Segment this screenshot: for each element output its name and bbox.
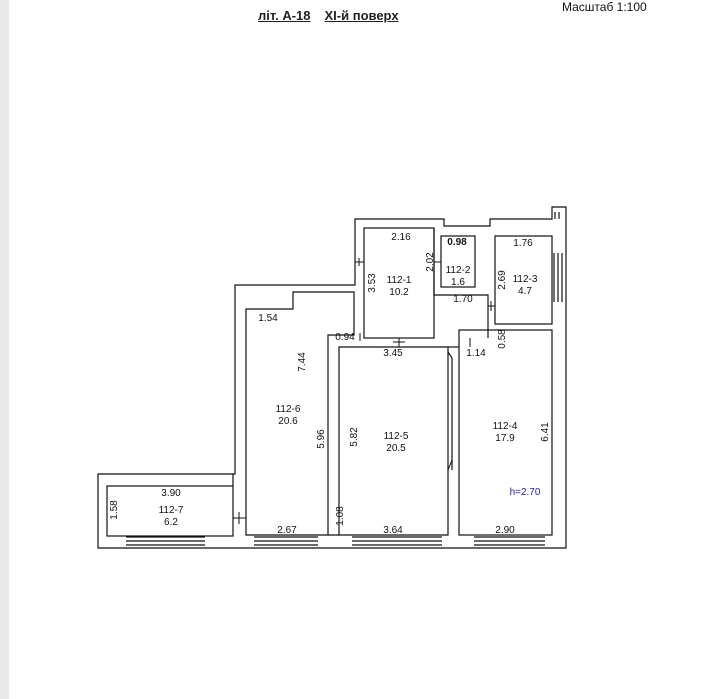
wall-112-6 [245, 291, 355, 536]
dim-label: 2.90 [495, 525, 515, 536]
ceiling-height-label: h=2.70 [510, 487, 541, 498]
dim-label: 3.53 [367, 273, 378, 293]
door-marks [233, 258, 495, 524]
dim-label: 0.94 [335, 332, 355, 343]
dim-label: 2.69 [497, 270, 508, 290]
drawing-sheet [9, 0, 723, 699]
building-letter: літ. А-18 [258, 8, 311, 23]
room-labels: 112-1 10.2 112-2 1.6 112-3 4.7 112-4 17.… [159, 265, 538, 528]
room-112-6-id: 112-6 [276, 404, 301, 415]
wall-corner-112-6 [232, 474, 339, 536]
dim-label: 1.76 [513, 238, 533, 249]
dim-label: 1.54 [258, 313, 278, 324]
room-112-1-area: 10.2 [389, 287, 409, 298]
dim-label: 1.14 [466, 348, 486, 359]
page-edge [0, 0, 9, 699]
dim-label: 3.64 [383, 525, 403, 536]
window-bottom-right [474, 536, 545, 546]
outer-wall [97, 206, 567, 549]
room-112-7-area: 6.2 [164, 517, 178, 528]
wall-112-4 [458, 329, 553, 536]
window-bottom-center [352, 536, 442, 546]
window-bottom-mid [254, 536, 318, 546]
dim-label: 2.67 [277, 525, 297, 536]
dim-label: 3.90 [161, 488, 181, 499]
room-112-3-area: 4.7 [518, 286, 532, 297]
room-112-2-area: 1.6 [451, 277, 465, 288]
window-right [553, 253, 563, 302]
room-112-7-id: 112-7 [159, 505, 184, 516]
wall-112-7 [106, 485, 234, 537]
room-112-1-id: 112-1 [387, 275, 412, 286]
room-112-3-id: 112-3 [513, 274, 538, 285]
dim-label: 3.45 [383, 348, 403, 359]
page-title: літ. А-18 XI-й поверх [258, 8, 413, 23]
walls [97, 206, 567, 549]
dim-label: 5.82 [349, 427, 360, 447]
wall-112-3 [494, 235, 553, 325]
dim-label: 1.58 [109, 500, 120, 520]
room-112-4-area: 17.9 [495, 433, 515, 444]
room-112-5-id: 112-5 [384, 431, 409, 442]
dim-label: 6.41 [540, 422, 551, 442]
dim-label: 1.70 [453, 294, 473, 305]
floor-label: XI-й поверх [324, 8, 399, 23]
room-112-2-id: 112-2 [446, 265, 471, 276]
scale-label: Масштаб 1:100 [562, 0, 647, 14]
room-112-4-id: 112-4 [493, 421, 518, 432]
room-112-5-area: 20.5 [386, 443, 406, 454]
dim-label: 1.08 [335, 506, 346, 526]
door-112-5 [447, 351, 453, 470]
dim-label: 0.98 [447, 237, 467, 248]
window-top-right [554, 212, 560, 219]
room-112-6-area: 20.6 [278, 416, 298, 427]
dim-label: 0.58 [497, 329, 508, 349]
dimension-labels: 2.16 0.98 1.76 1.70 1.54 0.94 3.45 1.14 … [109, 232, 551, 536]
dim-label: 7.44 [297, 352, 308, 372]
dim-label: 2.16 [391, 232, 411, 243]
window-bottom-left [126, 536, 205, 546]
dim-label: 5.96 [316, 429, 327, 449]
wall-112-5 [338, 346, 449, 536]
dim-label: 2.02 [425, 252, 436, 272]
